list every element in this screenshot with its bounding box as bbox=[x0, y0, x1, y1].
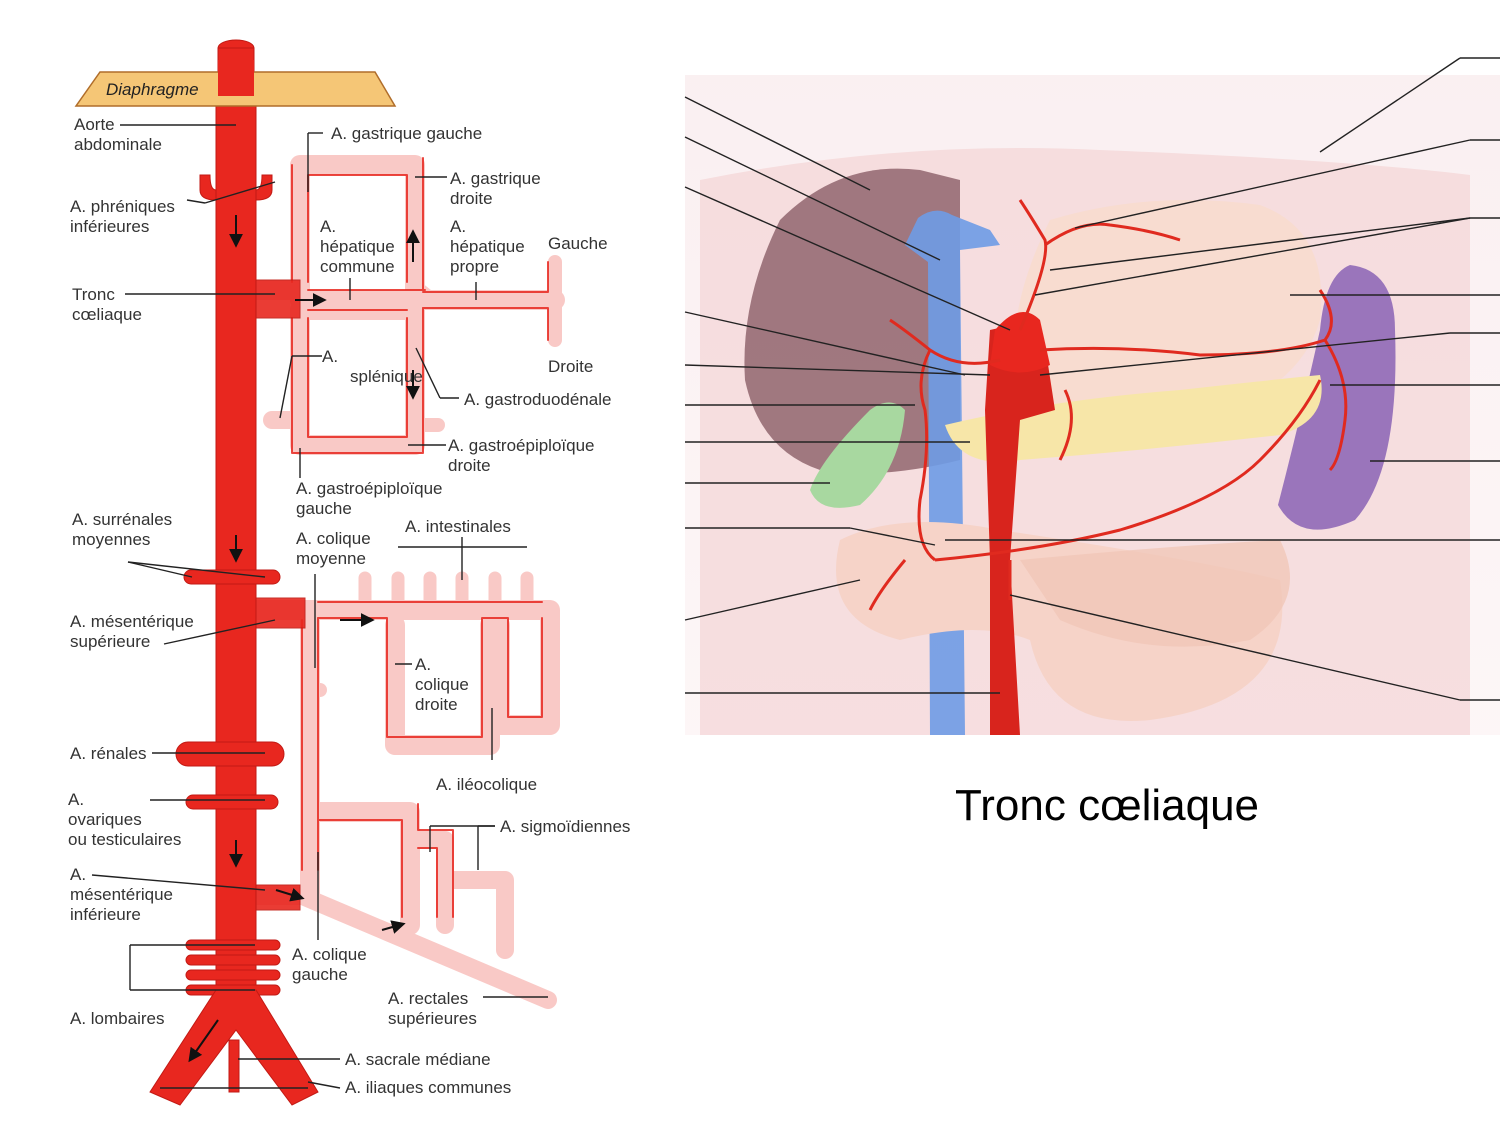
label-ge-gauche-1: A. gastroépiploïque bbox=[296, 479, 443, 498]
label-gastrique-droite-2: droite bbox=[450, 189, 493, 208]
label-rectales-2: supérieures bbox=[388, 1009, 477, 1028]
label-hep-propre-1: A. bbox=[450, 217, 466, 236]
label-colique-moyenne-2: moyenne bbox=[296, 549, 366, 568]
label-lombaires: A. lombaires bbox=[70, 1009, 164, 1028]
label-splenique-2: splénique bbox=[350, 367, 423, 386]
label-iliaques: A. iliaques communes bbox=[345, 1078, 511, 1097]
label-mes-inf-2: mésentérique bbox=[70, 885, 173, 904]
label-phreniques-1: A. phréniques bbox=[70, 197, 175, 216]
stomach bbox=[1014, 200, 1322, 423]
label-renales: A. rénales bbox=[70, 744, 147, 763]
label-sacrale: A. sacrale médiane bbox=[345, 1050, 491, 1069]
label-mes-sup-2: supérieure bbox=[70, 632, 150, 651]
label-hep-commune-2: hépatique bbox=[320, 237, 395, 256]
gallbladder bbox=[810, 402, 905, 508]
label-ge-droite-2: droite bbox=[448, 456, 491, 475]
label-sigmoidiennes: A. sigmoïdiennes bbox=[500, 817, 630, 836]
arterial-schema: Diaphragme bbox=[68, 39, 630, 1106]
label-ovariques-2: ovariques bbox=[68, 810, 142, 829]
label-mes-inf-1: A. bbox=[70, 865, 86, 884]
vena-cava bbox=[905, 210, 1000, 736]
label-tronc-1: Tronc bbox=[72, 285, 115, 304]
label-aorte-1: Aorte bbox=[74, 115, 115, 134]
label-hep-propre-3: propre bbox=[450, 257, 499, 276]
label-colique-droite-1: A. bbox=[415, 655, 431, 674]
label-splenique-1: A. bbox=[322, 347, 338, 366]
label-ge-droite-1: A. gastroépiploïque bbox=[448, 436, 595, 455]
label-colique-gauche-1: A. colique bbox=[292, 945, 367, 964]
label-gauche: Gauche bbox=[548, 234, 608, 253]
diaphragm-label: Diaphragme bbox=[106, 80, 199, 99]
label-droite: Droite bbox=[548, 357, 593, 376]
label-gastroduodenale: A. gastroduodénale bbox=[464, 390, 611, 409]
label-ileocolique: A. iléocolique bbox=[436, 775, 537, 794]
label-hep-propre-2: hépatique bbox=[450, 237, 525, 256]
label-rectales-1: A. rectales bbox=[388, 989, 468, 1008]
label-hep-commune-1: A. bbox=[320, 217, 336, 236]
label-gastrique-droite-1: A. gastrique bbox=[450, 169, 541, 188]
label-mes-sup-1: A. mésentérique bbox=[70, 612, 194, 631]
label-ovariques-1: A. bbox=[68, 790, 84, 809]
label-intestinales: A. intestinales bbox=[405, 517, 511, 536]
pancreas bbox=[945, 375, 1322, 462]
label-phreniques-2: inférieures bbox=[70, 217, 149, 236]
illustration-caption: Tronc cœliaque bbox=[955, 781, 1259, 830]
label-surrenales-2: moyennes bbox=[72, 530, 150, 549]
label-hep-commune-3: commune bbox=[320, 257, 395, 276]
spleen bbox=[1278, 265, 1396, 530]
diaphragm: Diaphragme bbox=[74, 60, 397, 107]
label-colique-droite-2: colique bbox=[415, 675, 469, 694]
branch-network bbox=[245, 155, 565, 1009]
abdominal-aorta bbox=[985, 327, 1055, 735]
label-aorte-2: abdominale bbox=[74, 135, 162, 154]
label-colique-droite-3: droite bbox=[415, 695, 458, 714]
label-colique-moyenne-1: A. colique bbox=[296, 529, 371, 548]
label-surrenales-1: A. surrénales bbox=[72, 510, 172, 529]
label-gastrique-gauche: A. gastrique gauche bbox=[331, 124, 482, 143]
label-mes-inf-3: inférieure bbox=[70, 905, 141, 924]
label-ovariques-3: ou testiculaires bbox=[68, 830, 181, 849]
label-ge-gauche-2: gauche bbox=[296, 499, 352, 518]
label-colique-gauche-2: gauche bbox=[292, 965, 348, 984]
label-tronc-2: cœliaque bbox=[72, 305, 142, 324]
celiac-trunk-illustration: Tronc cœliaque bbox=[684, 57, 1500, 830]
svg-text:A.splénique: A. splénique bbox=[322, 347, 423, 386]
